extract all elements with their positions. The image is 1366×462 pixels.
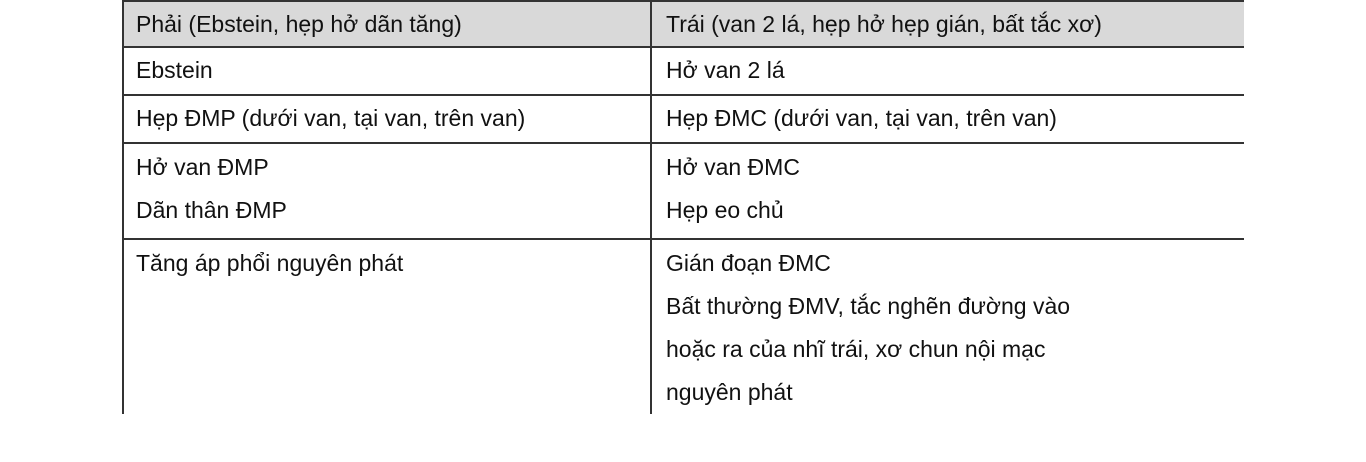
table-cell-right: Gián đoạn ĐMC Bất thường ĐMV, tắc nghẽn … (652, 240, 1244, 414)
table-cell-right: Hở van ĐMC Hẹp eo chủ (652, 144, 1244, 232)
table-cell-right: Hở van 2 lá (652, 48, 1244, 92)
table-rule (122, 0, 124, 414)
cell-text: Hẹp ĐMC (dưới van, tại van, trên van) (666, 105, 1057, 131)
cell-text: Bất thường ĐMV, tắc nghẽn đường vào (666, 293, 1071, 319)
cell-text: Hẹp ĐMP (dưới van, tại van, trên van) (136, 105, 526, 131)
table-cell-left: Tăng áp phổi nguyên phát (122, 240, 650, 285)
table-cell-left: Ebstein (122, 48, 650, 92)
table-header-row: Phải (Ebstein, hẹp hở dãn tăng) Trái (va… (122, 0, 1244, 48)
comparison-table: Phải (Ebstein, hẹp hở dãn tăng) Trái (va… (122, 0, 1244, 414)
table-row: Hở van ĐMP Dãn thân ĐMP Hở van ĐMC Hẹp e… (122, 144, 1244, 240)
table-row: Tăng áp phổi nguyên phát Gián đoạn ĐMC B… (122, 240, 1244, 414)
cell-text: Ebstein (136, 57, 213, 83)
header-cell-left: Phải (Ebstein, hẹp hở dãn tăng) (136, 11, 462, 37)
table-rule (650, 0, 652, 414)
cell-text: Dãn thân ĐMP (136, 197, 287, 223)
table-cell-right: Hẹp ĐMC (dưới van, tại van, trên van) (652, 96, 1244, 140)
table-rule (122, 46, 1244, 48)
table-row: Ebstein Hở van 2 lá (122, 48, 1244, 96)
table-cell-left: Hẹp ĐMP (dưới van, tại van, trên van) (122, 96, 650, 140)
cell-text: hoặc ra của nhĩ trái, xơ chun nội mạc (666, 336, 1046, 362)
table-rule (122, 142, 1244, 144)
cell-text: Tăng áp phổi nguyên phát (136, 250, 404, 276)
cell-text: Gián đoạn ĐMC (666, 250, 831, 276)
table-rule (122, 238, 1244, 240)
cell-text: Hẹp eo chủ (666, 197, 784, 223)
cell-text: Hở van 2 lá (666, 57, 785, 83)
header-cell-right: Trái (van 2 lá, hẹp hở hẹp gián, bất tắc… (666, 11, 1102, 37)
table-cell-left: Hở van ĐMP Dãn thân ĐMP (122, 144, 650, 232)
cell-text: Hở van ĐMC (666, 154, 800, 180)
cell-text: nguyên phát (666, 379, 793, 405)
table-rule (122, 94, 1244, 96)
cell-text: Hở van ĐMP (136, 154, 269, 180)
table-rule (122, 0, 1244, 2)
table-row: Hẹp ĐMP (dưới van, tại van, trên van) Hẹ… (122, 96, 1244, 144)
